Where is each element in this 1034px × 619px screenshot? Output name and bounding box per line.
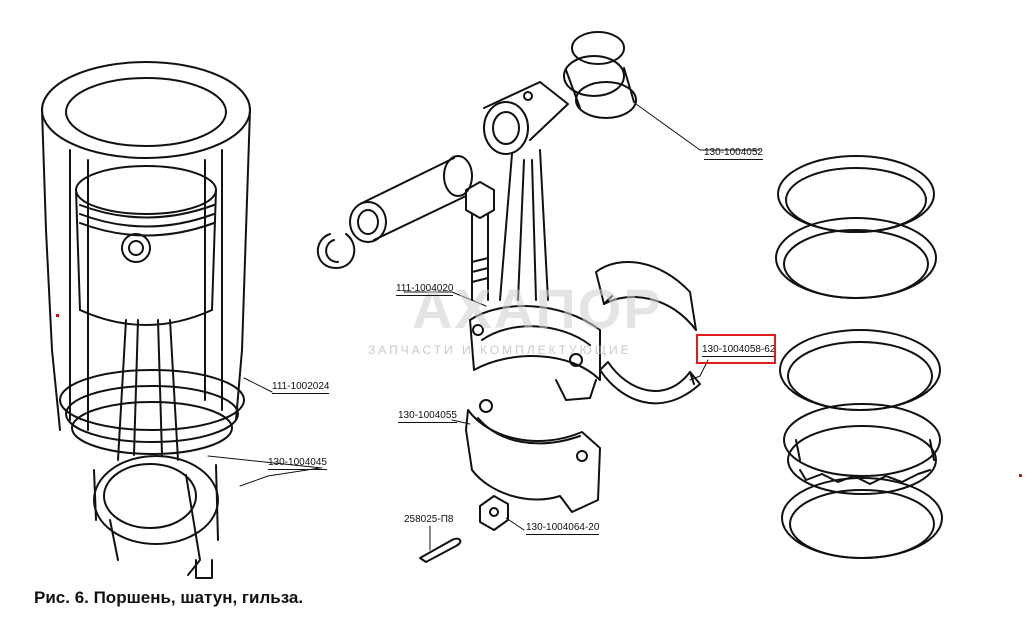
part-label-130-1004058-62[interactable]: 130-1004058-62 [702,344,776,357]
conrod-drawing [316,31,701,563]
part-label-130-1004055[interactable]: 130-1004055 [398,410,457,423]
watermark-tagline: ЗАПЧАСТИ И КОМПЛЕКТУЮЩИЕ [368,343,632,357]
liner-assembly-drawing [41,61,251,579]
figure-caption: Рис. 6. Поршень, шатун, гильза. [34,588,304,607]
highlight-box [696,334,776,364]
part-label-258025-p8[interactable]: 258025-П8 [404,514,454,525]
part-label-130-1004064-20[interactable]: 130-1004064-20 [526,522,600,535]
part-label-111-1004020[interactable]: 111-1004020 [396,283,454,296]
rings-drawing [775,155,943,559]
red-marker-dot [1019,474,1022,477]
leader-lines [207,103,761,551]
watermark-brand: АХАПОР [412,277,663,340]
part-label-111-1002024[interactable]: 111-1002024 [272,381,330,394]
part-label-130-1004045[interactable]: 130-1004045 [268,457,327,470]
part-label-130-1004052[interactable]: 130-1004052 [704,147,763,160]
red-marker-dot [56,314,59,317]
